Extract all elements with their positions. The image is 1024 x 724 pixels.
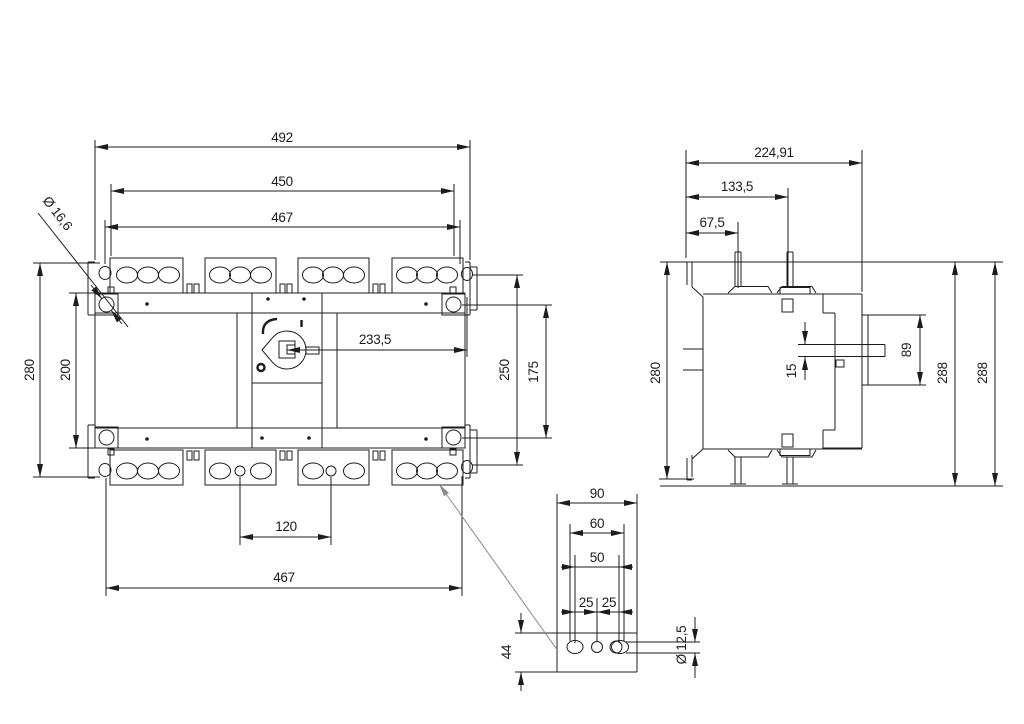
mount-hole — [445, 296, 462, 313]
dim-front-height-right: 250 — [497, 359, 512, 381]
dim-front-holes-top: 467 — [271, 210, 293, 225]
leader-arrow — [110, 310, 123, 325]
terminal-holes-top — [116, 266, 458, 284]
dim-side-depth-1: 67,5 — [699, 215, 724, 230]
dim-front-handle-offset: 233,5 — [359, 332, 391, 347]
detail-view-dimensions: 90 60 50 25 25 44 Ø 12,5 — [499, 486, 700, 691]
dim-front-width-overall: 492 — [271, 130, 293, 145]
side-view-dimensions: 224,91 133,5 67,5 280 15 89 288 288 — [648, 145, 1003, 487]
dim-detail-pitch-left: 25 — [579, 595, 593, 610]
rotary-handle — [256, 317, 320, 373]
extension-lines — [33, 140, 552, 596]
dim-detail-height: 44 — [499, 644, 514, 659]
mount-hole — [98, 429, 115, 446]
side-clip-bottom — [781, 433, 794, 448]
dim-front-hole-diameter: Ø 16,6 — [40, 193, 76, 233]
bracket-slot — [98, 463, 112, 477]
position-mark-off — [256, 362, 266, 373]
dim-side-depth-overall: 224,91 — [754, 145, 794, 160]
dim-side-height-body: 280 — [648, 362, 663, 384]
side-brackets — [87, 261, 478, 479]
dim-front-height-holes: 175 — [526, 361, 541, 383]
detail-leader-line — [438, 483, 559, 652]
mount-hole — [98, 296, 115, 313]
front-tabs — [107, 286, 457, 456]
front-center-module — [236, 293, 338, 448]
detail-hole-center — [591, 641, 603, 653]
dim-detail-width: 90 — [590, 486, 604, 501]
mount-hole — [445, 429, 462, 446]
front-view — [87, 257, 478, 486]
terminal-blocks-top — [109, 257, 464, 294]
detail-view — [515, 632, 638, 673]
terminal-holes-bottom — [116, 462, 458, 480]
bracket-slot — [461, 267, 473, 281]
dim-side-depth-2: 133,5 — [721, 179, 753, 194]
dim-front-terminal-spacing: 120 — [275, 519, 297, 534]
connector-tabs — [186, 283, 386, 461]
dim-side-height-overall-b: 288 — [975, 362, 990, 384]
dim-detail-pitch-right: 25 — [602, 595, 616, 610]
dim-side-handle-plate: 89 — [899, 343, 914, 357]
screw-dots — [145, 297, 428, 441]
dim-detail-span-outer: 60 — [590, 516, 604, 531]
dim-detail-hole-diameter: Ø 12,5 — [674, 626, 689, 665]
dim-detail-span-slots: 50 — [590, 550, 604, 565]
bracket-slot — [98, 266, 112, 280]
dim-front-height-overall: 280 — [22, 359, 37, 381]
bracket-slot — [461, 460, 473, 474]
leader-arrow — [90, 284, 103, 299]
dim-front-height-body: 200 — [58, 359, 73, 381]
front-body-outline — [94, 292, 466, 449]
detail-hole-right — [611, 640, 629, 654]
dim-front-holes-bottom: 467 — [273, 570, 295, 585]
side-shaft-tab — [835, 359, 845, 368]
handle-arc — [261, 317, 278, 335]
dim-front-width-terminals: 450 — [271, 174, 293, 189]
front-corner-brackets — [94, 293, 466, 449]
terminal-blocks-bottom — [109, 449, 464, 486]
side-clip-top — [781, 298, 794, 313]
extension-lines — [659, 150, 1003, 487]
dim-side-height-overall-a: 288 — [935, 362, 950, 384]
detail-plate — [515, 632, 638, 673]
leader-line — [37, 212, 129, 328]
dim-side-shaft: 15 — [784, 364, 799, 378]
extension-lines — [556, 494, 700, 654]
